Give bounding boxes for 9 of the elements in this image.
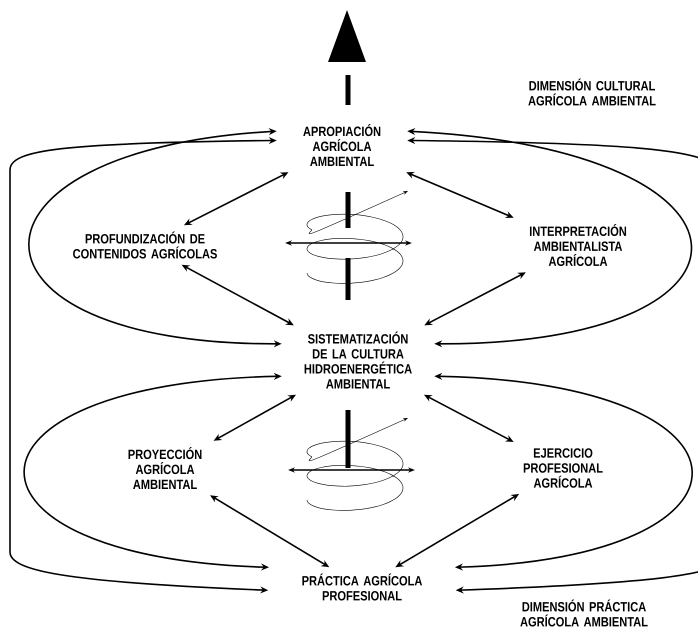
concept-text: APROPIACIÓN AGRÍCOLA AMBIENTAL <box>303 124 380 166</box>
concept-text: EJERCICIO PROFESIONAL AGRÍCOLA <box>524 448 603 488</box>
concept-text: INTERPRETACIÓN AMBIENTALISTA AGRÍCOLA <box>530 224 626 266</box>
concept-text: PROYECCIÓN AGRÍCOLA AMBIENTAL <box>128 447 202 489</box>
concept-text: PRÁCTICA AGRÍCOLA PROFESIONAL <box>302 573 422 601</box>
dimension-label: DIMENSIÓN PRÁCTICA AGRÍCOLA AMBIENTAL <box>520 599 648 627</box>
concept-text: SISTEMATIZACIÓN DE LA CULTURA HIDROENERGÉTICA AMBIENTAL <box>304 332 412 388</box>
concept-text: PROFUNDIZACIÓN DE CONTENIDOS AGRÍCOLAS <box>73 231 217 259</box>
dimension-label: DIMENSIÓN CULTURAL AGRÍCOLA AMBIENTAL <box>528 78 656 106</box>
